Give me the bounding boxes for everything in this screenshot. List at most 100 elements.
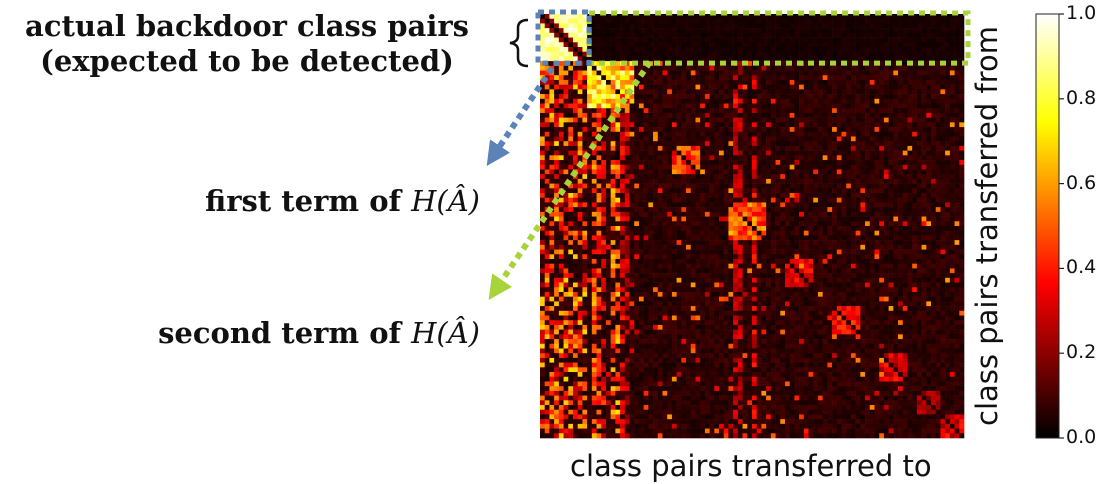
heatmap-cell bbox=[681, 141, 687, 147]
heatmap-cell bbox=[921, 61, 927, 67]
heatmap-cell bbox=[544, 112, 550, 118]
heatmap-cell bbox=[558, 207, 564, 213]
heatmap-cell bbox=[624, 249, 630, 255]
heatmap-cell bbox=[568, 65, 574, 71]
heatmap-cell bbox=[657, 122, 663, 128]
heatmap-cell bbox=[577, 150, 583, 156]
heatmap-cell bbox=[874, 268, 880, 274]
heatmap-cell bbox=[605, 268, 611, 274]
heatmap-cell bbox=[869, 216, 875, 222]
heatmap-cell bbox=[902, 141, 908, 147]
heatmap-cell bbox=[676, 164, 682, 170]
heatmap-cell bbox=[770, 150, 776, 156]
heatmap-cell bbox=[902, 61, 908, 67]
heatmap-cell bbox=[643, 150, 649, 156]
heatmap-cell bbox=[671, 263, 677, 269]
heatmap-cell bbox=[752, 18, 758, 24]
heatmap-cell bbox=[601, 89, 607, 95]
heatmap-cell bbox=[879, 169, 885, 175]
heatmap-cell bbox=[893, 150, 899, 156]
heatmap-cell bbox=[657, 136, 663, 142]
heatmap-cell bbox=[723, 61, 729, 67]
heatmap-cell bbox=[803, 169, 809, 175]
heatmap-cell bbox=[954, 23, 960, 29]
heatmap-cell bbox=[648, 216, 654, 222]
heatmap-cell bbox=[935, 258, 941, 264]
heatmap-cell bbox=[893, 79, 899, 85]
heatmap-cell bbox=[865, 145, 871, 151]
heatmap-cell bbox=[624, 28, 630, 34]
heatmap-cell bbox=[898, 211, 904, 217]
heatmap-cell bbox=[662, 56, 668, 62]
heatmap-cell bbox=[860, 23, 866, 29]
heatmap-cell bbox=[624, 216, 630, 222]
heatmap-cell bbox=[883, 79, 889, 85]
heatmap-cell bbox=[808, 14, 814, 20]
heatmap-cell bbox=[945, 263, 951, 269]
heatmap-cell bbox=[879, 89, 885, 95]
heatmap-cell bbox=[879, 122, 885, 128]
heatmap-cell bbox=[582, 226, 588, 232]
heatmap-cell bbox=[638, 211, 644, 217]
heatmap-cell bbox=[676, 98, 682, 104]
heatmap-cell bbox=[638, 51, 644, 57]
heatmap-cell bbox=[572, 226, 578, 232]
heatmap-cell bbox=[624, 197, 630, 203]
heatmap-cell bbox=[648, 56, 654, 62]
heatmap-cell bbox=[794, 226, 800, 232]
heatmap-cell bbox=[775, 263, 781, 269]
heatmap-cell bbox=[945, 268, 951, 274]
heatmap-cell bbox=[770, 14, 776, 20]
heatmap-cell bbox=[634, 249, 640, 255]
heatmap-cell bbox=[808, 202, 814, 208]
heatmap-cell bbox=[879, 61, 885, 67]
heatmap-cell bbox=[902, 164, 908, 170]
heatmap-cell bbox=[681, 14, 687, 20]
heatmap-cell bbox=[761, 207, 767, 213]
heatmap-cell bbox=[794, 70, 800, 76]
heatmap-cell bbox=[695, 197, 701, 203]
heatmap-cell bbox=[761, 84, 767, 90]
heatmap-cell bbox=[959, 23, 965, 29]
heatmap-cell bbox=[883, 98, 889, 104]
heatmap-cell bbox=[686, 46, 692, 52]
heatmap-cell bbox=[832, 268, 838, 274]
heatmap-cell bbox=[789, 131, 795, 137]
heatmap-cell bbox=[855, 160, 861, 166]
heatmap-cell bbox=[558, 193, 564, 199]
heatmap-cell bbox=[907, 94, 913, 100]
heatmap-cell bbox=[827, 207, 833, 213]
heatmap-cell bbox=[714, 202, 720, 208]
heatmap-cell bbox=[587, 249, 593, 255]
heatmap-cell bbox=[907, 258, 913, 264]
heatmap-cell bbox=[846, 70, 852, 76]
heatmap-cell bbox=[850, 226, 856, 232]
heatmap-cell bbox=[752, 240, 758, 246]
heatmap-cell bbox=[832, 117, 838, 123]
heatmap-cell bbox=[780, 202, 786, 208]
heatmap-cell bbox=[766, 14, 772, 20]
heatmap-cell bbox=[591, 155, 597, 161]
heatmap-cell bbox=[653, 258, 659, 264]
heatmap-cell bbox=[587, 263, 593, 269]
heatmap-cell bbox=[770, 145, 776, 151]
heatmap-cell bbox=[931, 141, 937, 147]
heatmap-cell bbox=[846, 131, 852, 137]
heatmap-cell bbox=[676, 14, 682, 20]
heatmap-cell bbox=[916, 79, 922, 85]
heatmap-cell bbox=[549, 98, 555, 104]
heatmap-cell bbox=[752, 122, 758, 128]
heatmap-cell bbox=[945, 164, 951, 170]
heatmap-cell bbox=[544, 103, 550, 109]
heatmap-cell bbox=[686, 273, 692, 279]
heatmap-cell bbox=[540, 230, 546, 236]
heatmap-cell bbox=[954, 202, 960, 208]
heatmap-cell bbox=[596, 79, 602, 85]
heatmap-cell bbox=[686, 155, 692, 161]
heatmap-cell bbox=[850, 188, 856, 194]
heatmap-cell bbox=[752, 249, 758, 255]
heatmap-cell bbox=[572, 268, 578, 274]
heatmap-cell bbox=[794, 249, 800, 255]
heatmap-cell bbox=[558, 258, 564, 264]
heatmap-cell bbox=[780, 263, 786, 269]
